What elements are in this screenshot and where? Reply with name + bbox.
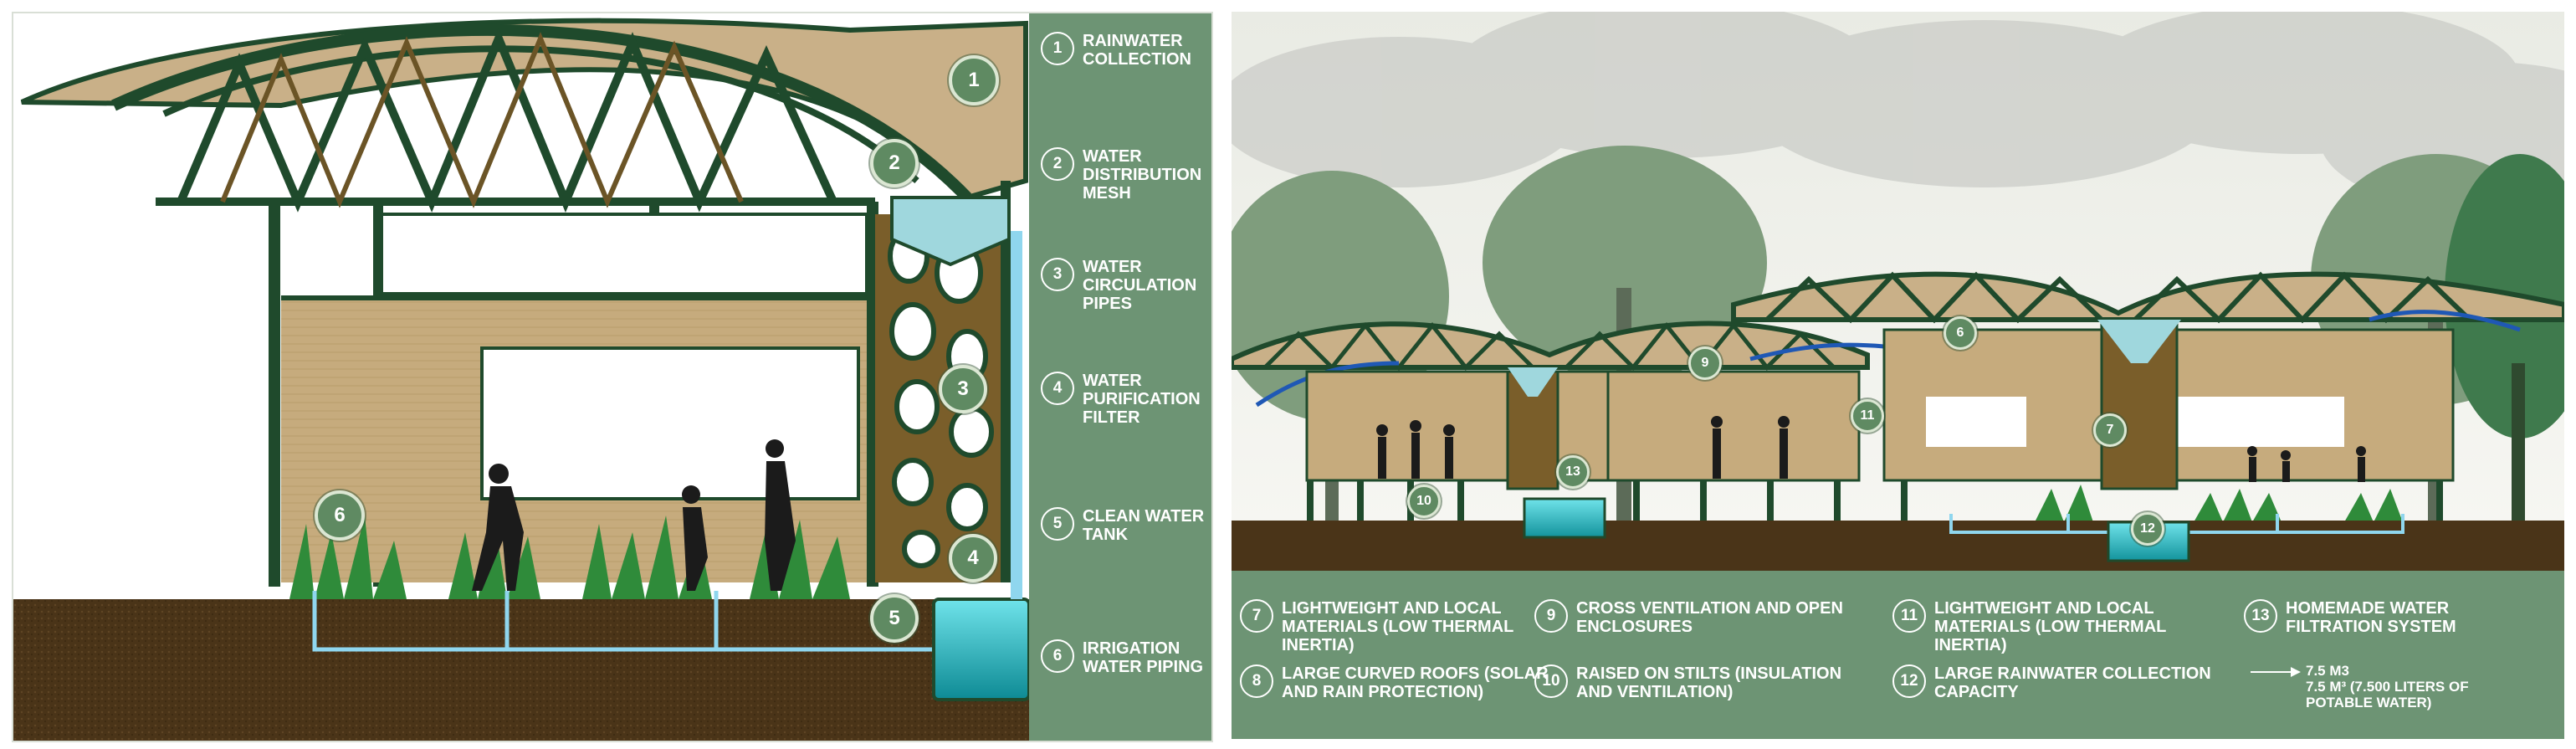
building-elevation-drawing [1232,12,2564,571]
marker-6: 6 [1944,316,1977,350]
strategies-legend: 7 LIGHTWEIGHT AND LOCAL MATERIALS (LOW T… [1232,571,2564,739]
person-silhouette-icon [1376,416,2366,482]
legend-item: 3 WATER CIRCULATION PIPES [1041,258,1208,313]
legend-number: 3 [1041,258,1074,291]
soil-ground [13,599,1029,741]
legend-label: RAINWATER COLLECTION [1083,32,1191,69]
legend-label: CROSS VENTILATION AND OPEN ENCLOSURES [1576,599,1843,636]
marker-1: 1 [949,55,999,105]
legend-number: 5 [1041,507,1074,541]
roof-arch [111,24,972,202]
legend-item: 7 LIGHTWEIGHT AND LOCAL MATERIALS (LOW T… [1240,599,1558,654]
legend-item: 12 LARGE RAINWATER COLLECTION CAPACITY [1892,664,2235,701]
legend-label: WATER CIRCULATION PIPES [1083,258,1197,313]
legend-number: 4 [1041,372,1074,405]
legend-number: 8 [1240,664,1273,698]
marker-5: 5 [870,594,919,643]
marker-9: 9 [1688,346,1722,380]
irrigation-pipe [312,591,934,652]
legend-item: 9 CROSS VENTILATION AND OPEN ENCLOSURES [1534,599,1869,636]
section-detail-panel: 1 2 3 4 5 6 1 RAINWATER COLLECTION 2 WAT… [12,12,1213,742]
marker-12: 12 [2131,512,2164,546]
legend-number: 7 [1240,599,1273,633]
legend-label: IRRIGATION WATER PIPING [1083,639,1204,676]
legend-number: 10 [1534,664,1568,698]
legend-label: RAISED ON STILTS (INSULATION AND VENTILA… [1576,664,1842,701]
person-silhouette-icon [472,439,796,591]
section-detail-drawing [13,18,1031,741]
legend-item: 2 WATER DISTRIBUTION MESH [1041,147,1208,203]
marker-6: 6 [315,490,365,541]
legend-number: 12 [1892,664,1926,698]
legend-item: 11 LIGHTWEIGHT AND LOCAL MATERIALS (LOW … [1892,599,2202,654]
legend-label: LIGHTWEIGHT AND LOCAL MATERIALS (LOW THE… [1282,599,1514,654]
water-tank-icon [932,598,1031,701]
capacity-line-2: 7.5 M³ (7.500 LITERS OF POTABLE WATER) [2306,679,2469,711]
marker-11: 11 [1851,399,1884,433]
legend-number: 9 [1534,599,1568,633]
legend-number: 2 [1041,147,1074,181]
legend-item: 1 RAINWATER COLLECTION [1041,32,1208,69]
marker-13: 13 [1556,455,1590,489]
clouds [1232,12,2564,213]
legend-item: 6 IRRIGATION WATER PIPING [1041,639,1208,676]
legend-item: 5 CLEAN WATER TANK [1041,507,1208,544]
marker-2: 2 [870,139,919,187]
legend-number: 11 [1892,599,1926,633]
legend-item: 8 LARGE CURVED ROOFS (SOLAR AND RAIN PRO… [1240,664,1558,701]
pipe-icon [1011,231,1022,599]
legend-label: CLEAN WATER TANK [1083,507,1205,544]
building-elevation-panel: 6 7 9 10 11 12 13 7 LIGHTWEIGHT AND LOCA… [1232,12,2564,739]
filter-column [1506,320,2181,490]
legend-number: 1 [1041,32,1074,65]
legend-label: HOMEMADE WATER FILTRATION SYSTEM [2286,599,2456,636]
arrow-line [2251,671,2292,673]
legend-number: 13 [2244,599,2277,633]
legend-label: LARGE RAINWATER COLLECTION CAPACITY [1934,664,2211,701]
legend-item: 13 HOMEMADE WATER FILTRATION SYSTEM [2244,599,2545,636]
section-legend: 1 RAINWATER COLLECTION 2 WATER DISTRIBUT… [1029,13,1211,741]
legend-item: 10 RAISED ON STILTS (INSULATION AND VENT… [1534,664,1877,701]
capacity-note: 7.5 M3 7.5 M³ (7.500 LITERS OF POTABLE W… [2306,663,2515,711]
legend-item: 4 WATER PURIFICATION FILTER [1041,372,1208,427]
legend-label: LIGHTWEIGHT AND LOCAL MATERIALS (LOW THE… [1934,599,2167,654]
legend-number: 6 [1041,639,1074,673]
legend-label: WATER DISTRIBUTION MESH [1083,147,1202,203]
arrow-right-icon [2291,667,2301,677]
legend-label: LARGE CURVED ROOFS (SOLAR AND RAIN PROTE… [1282,664,1549,701]
water-tank-icon [1523,497,1606,539]
marker-7: 7 [2093,413,2127,447]
marker-10: 10 [1407,485,1441,518]
marker-3: 3 [939,365,987,413]
legend-label: WATER PURIFICATION FILTER [1083,372,1201,427]
soil-ground [1232,521,2564,571]
capacity-line-1: 7.5 M3 [2306,663,2349,679]
marker-4: 4 [949,534,997,582]
